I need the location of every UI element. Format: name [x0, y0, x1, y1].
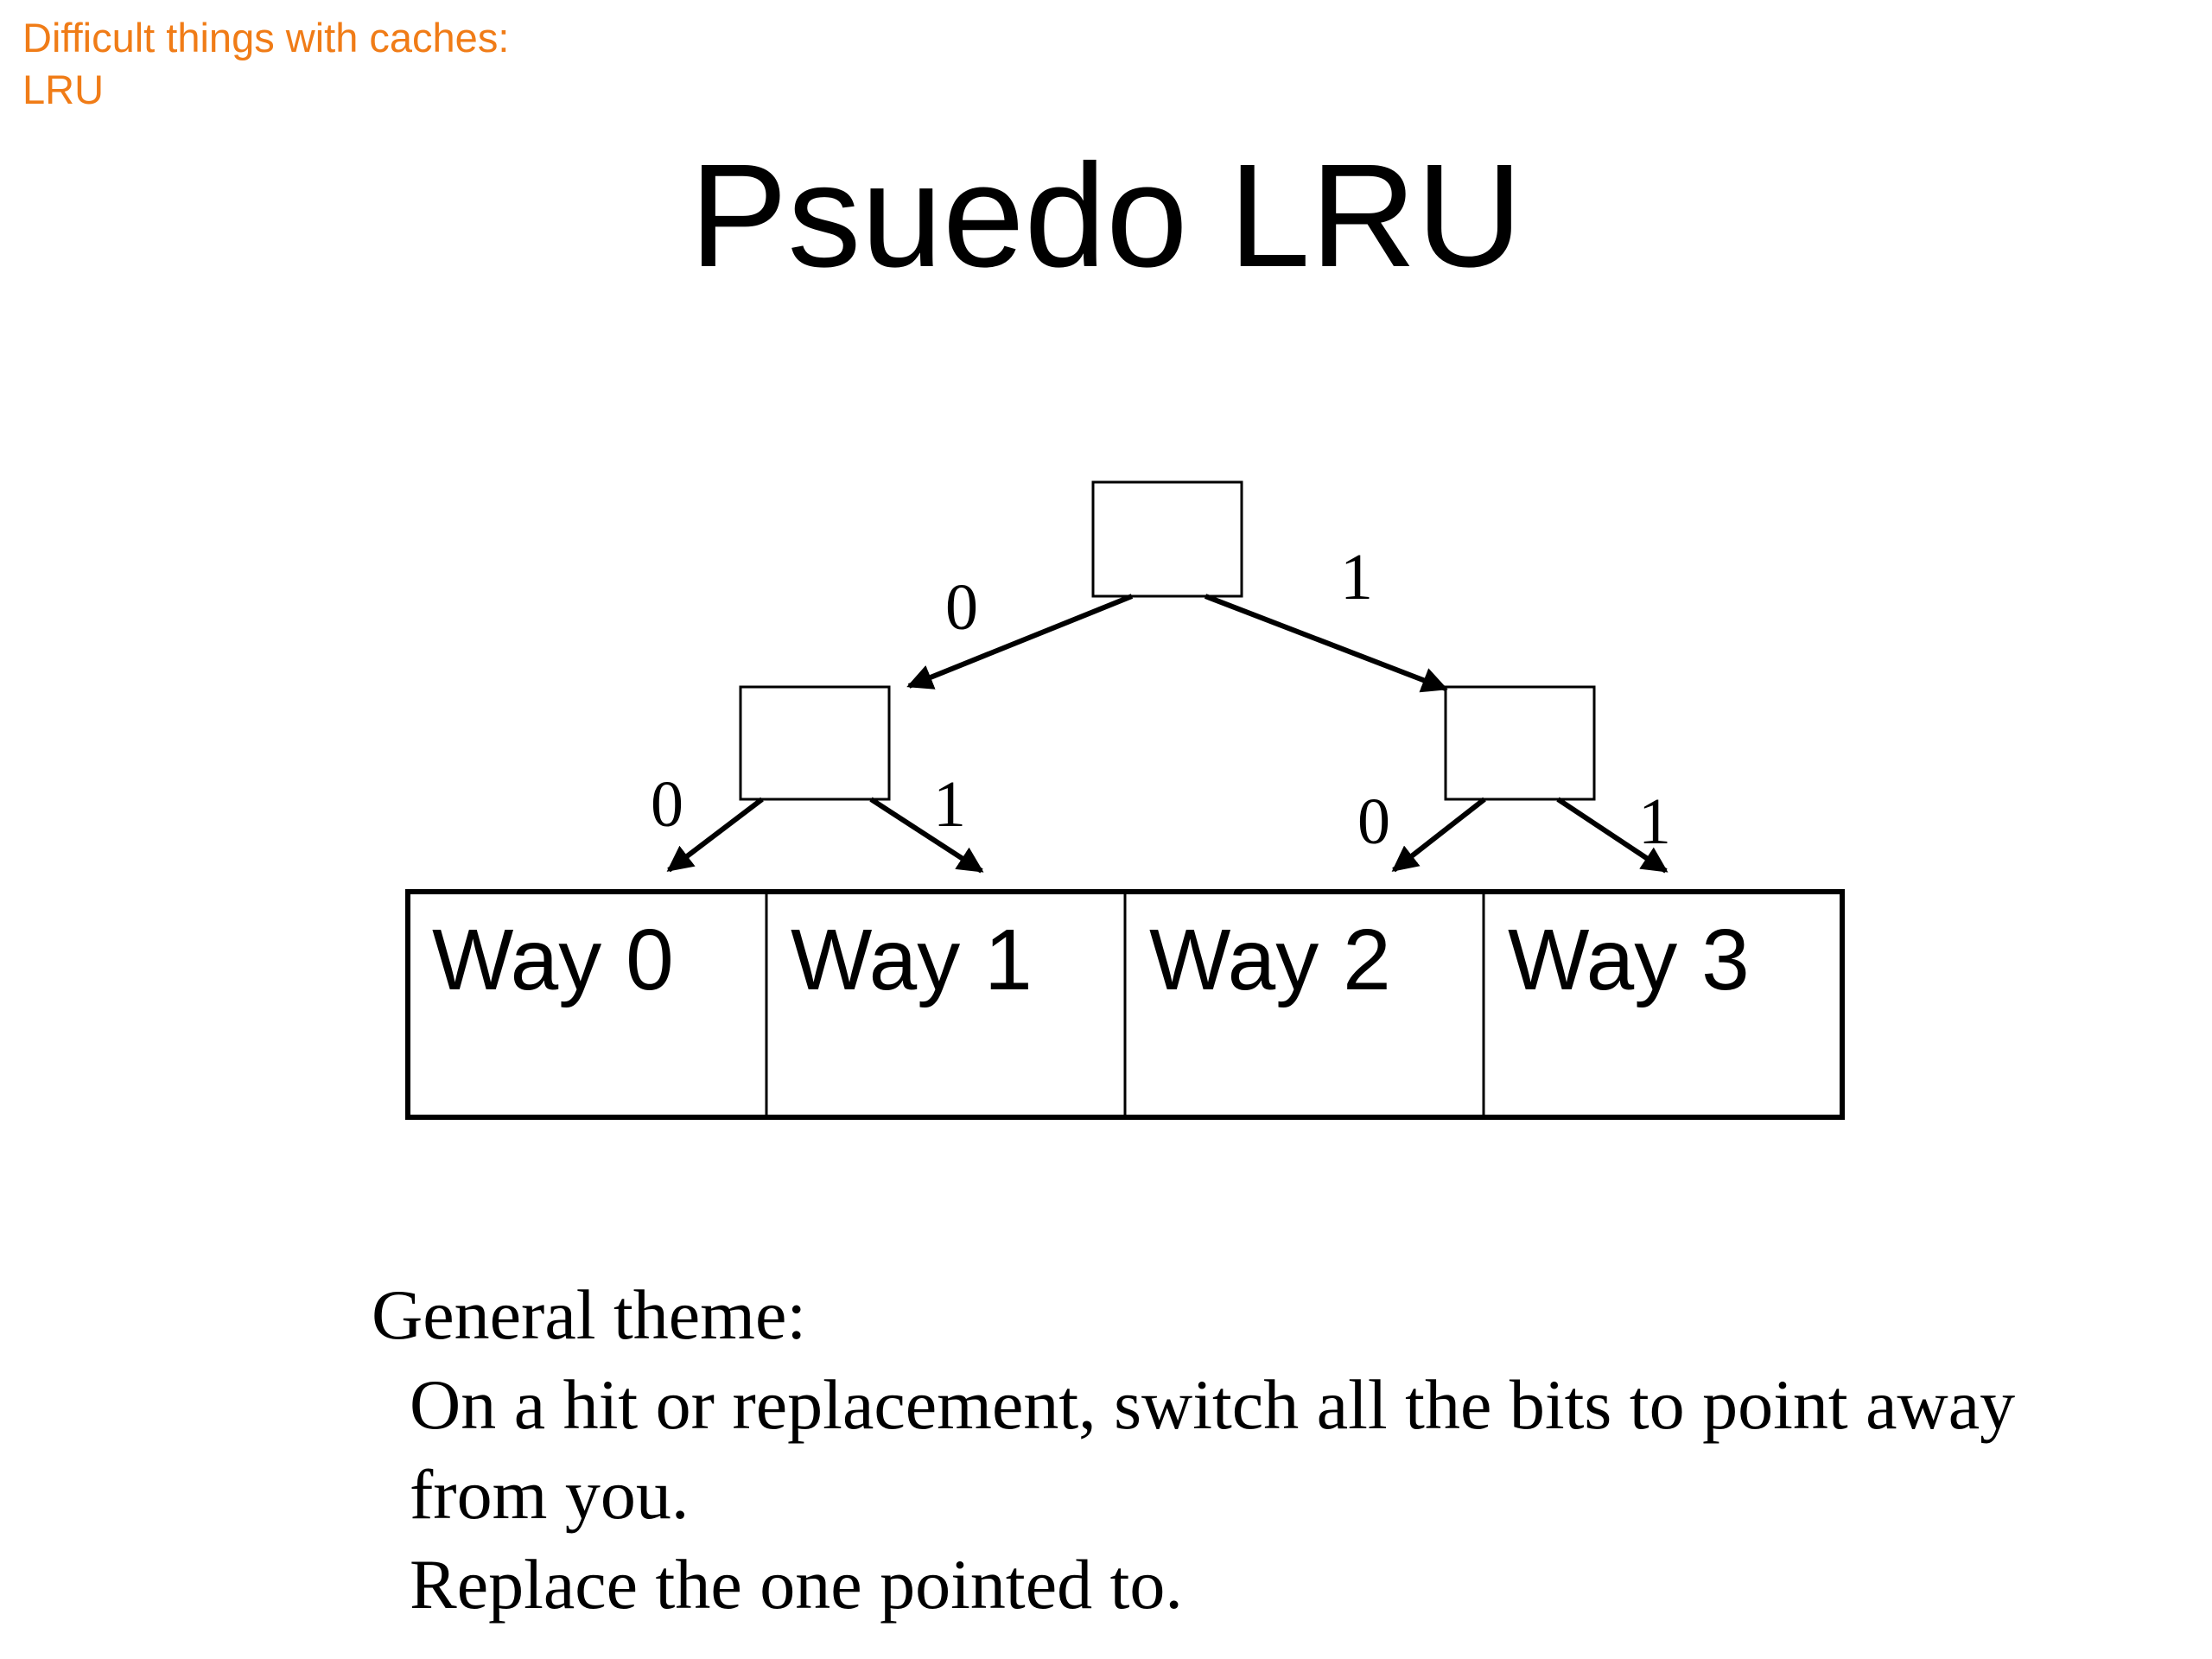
slide-title: Psuedo LRU [690, 134, 1522, 298]
right-node-right-edge-label: 1 [1638, 785, 1671, 858]
breadcrumb: Difficult things with caches: LRU [22, 12, 509, 116]
left-node-right-arrow [869, 797, 984, 874]
right-node-left-arrow [1391, 797, 1486, 873]
body-text: General theme: On a hit or replacement, … [372, 1270, 2015, 1630]
root-left-edge-label: 0 [945, 571, 978, 644]
right-node-left-edge-label: 0 [1357, 785, 1390, 858]
root-right-arrow [1204, 594, 1448, 693]
left-node-left-arrow [666, 797, 764, 873]
root-left-arrow [906, 594, 1134, 690]
way-3-label: Way 3 [1508, 912, 1750, 1008]
root-right-edge-label: 1 [1340, 541, 1373, 613]
body-line-1: On a hit or replacement, switch all the … [410, 1365, 2016, 1444]
way-0-label: Way 0 [432, 912, 674, 1008]
right-node-right-arrow [1556, 797, 1669, 874]
left-node [739, 685, 891, 801]
way-2-label: Way 2 [1149, 912, 1391, 1008]
breadcrumb-line-2: LRU [22, 67, 105, 112]
way-1-label: Way 1 [791, 912, 1033, 1008]
body-line-2: from you. [410, 1455, 690, 1534]
root-node [1091, 480, 1243, 598]
right-node [1444, 685, 1596, 801]
left-node-right-edge-label: 1 [933, 768, 966, 841]
breadcrumb-line-1: Difficult things with caches: [22, 15, 510, 60]
body-heading: General theme: [372, 1275, 807, 1354]
left-node-left-edge-label: 0 [651, 768, 683, 841]
body-line-3: Replace the one pointed to. [410, 1545, 1183, 1624]
